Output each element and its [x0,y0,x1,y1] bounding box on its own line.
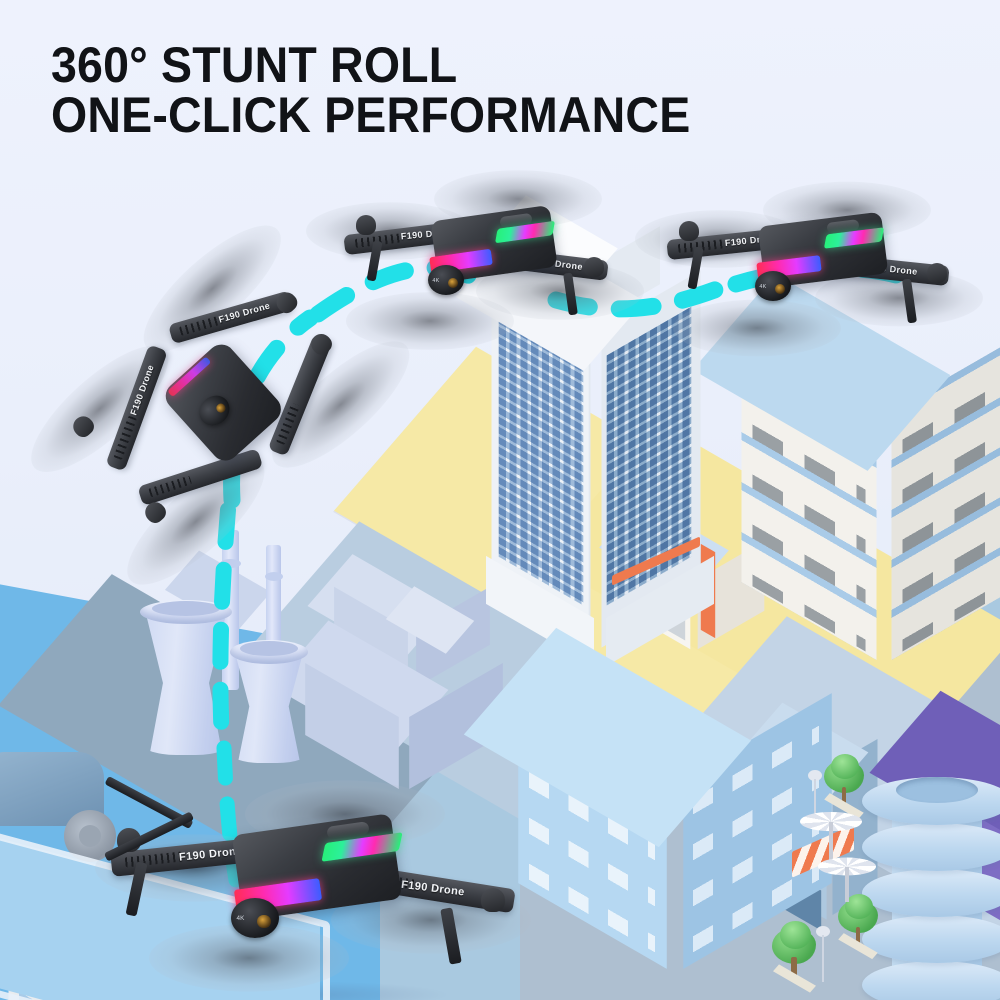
motor-rear-right [927,263,947,283]
cooling-tower-small [228,640,310,763]
camera-gimbal: 4K [755,271,791,301]
propeller-blur-rear-left [673,299,841,357]
tower-ring-5 [862,961,1000,1000]
tower-ring-4 [862,915,1000,963]
cafe-umbrella-2 [818,852,876,902]
headline-line-2: ONE-CLICK PERFORMANCE [51,87,691,143]
arm-vent [124,851,183,868]
tree-crown-top [831,753,860,779]
camera-lens [447,277,458,288]
motor-front-left [679,221,699,241]
round-spiral-tower [862,765,1000,1000]
umbrella-pole [845,867,849,902]
page-title: 360° STUNT ROLL ONE-CLICK PERFORMANCE [51,40,690,140]
tree-2 [838,893,878,960]
motor-front-left [356,215,376,235]
cooling-tower-rim-inner [239,641,299,656]
camera-gimbal: 4K [231,898,279,938]
camera-lens [774,283,785,294]
camera-gimbal: 4K [428,265,464,295]
cooling-tower-rim [229,640,309,664]
street-lamp-1 [806,770,824,826]
cooling-tower-rim-inner [151,601,221,616]
tower-open-core [896,777,978,803]
arm-label: F190 Drone [400,878,466,899]
umbrella-pole [829,822,833,860]
tree-trunk [841,786,847,807]
tower-ring-3 [862,869,1000,917]
headline-line-1: 360° STUNT ROLL [51,37,458,93]
drone-bottom-left: F190 Drone F190 Drone 4K [95,775,531,992]
camera-lens [257,914,271,929]
motor-rear-right [584,257,604,277]
cafe-umbrella-1 [800,806,862,860]
tower-ring-2 [862,823,1000,871]
lamp-head [815,926,831,938]
camera-lens [214,401,228,415]
tree-crown-top [845,893,874,919]
lamp-head [807,770,823,782]
tree-crown-top [779,921,811,949]
motor-rear-right [481,888,505,912]
camera-tag: 4K [236,915,245,922]
camera-tag: 4K [431,277,439,284]
camera-tag: 4K [758,283,766,290]
tree-1 [824,753,864,820]
umbrella-canopy [800,811,862,832]
lamp-post [814,778,816,826]
tree-trunk [855,926,861,947]
tree-trunk [791,957,797,979]
lamp-post [822,934,824,982]
tree-3 [772,921,816,993]
street-lamp-2 [814,926,832,982]
umbrella-canopy [818,857,876,876]
drone-top-right: F190 Drone F190 Drone 4K [635,175,983,360]
